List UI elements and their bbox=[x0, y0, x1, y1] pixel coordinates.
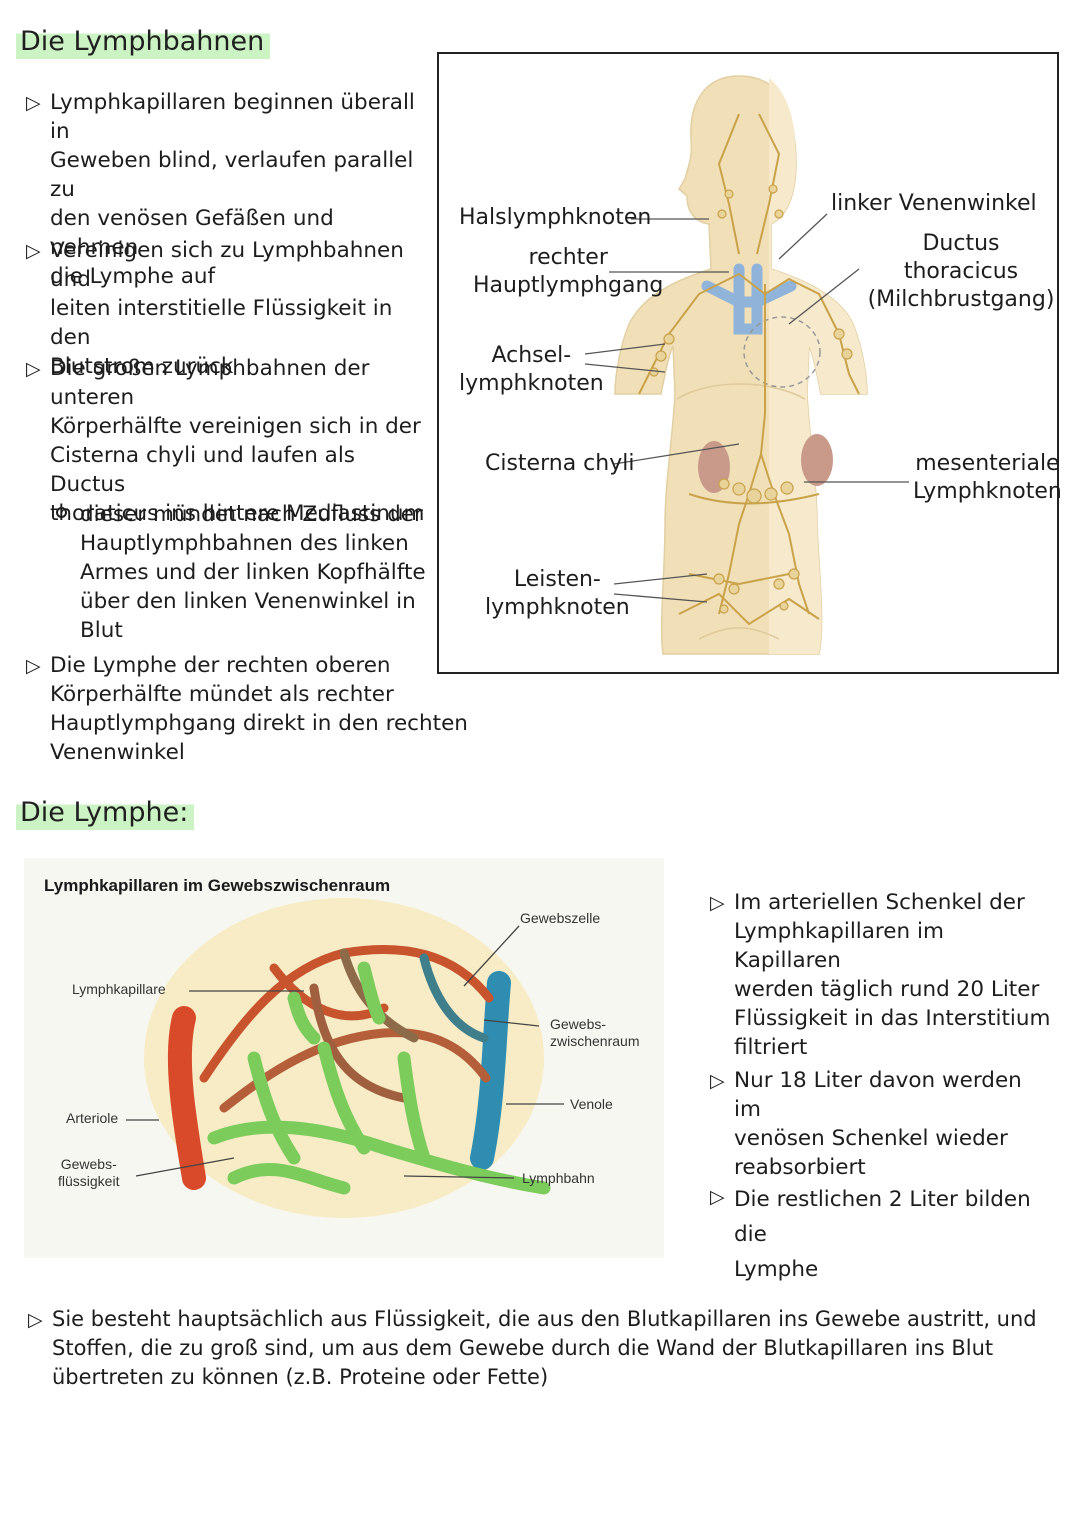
bullet-text: Nur 18 Liter davon werden im venösen Sch… bbox=[734, 1068, 1022, 1180]
bullet-text: dieser mündet nach Zufluss der Hauptlymp… bbox=[80, 502, 426, 643]
bullet-1: ▷ Lymphkapillaren beginnen überall in Ge… bbox=[26, 88, 420, 291]
bullet-text: Lymphkapillaren beginnen überall in Gewe… bbox=[50, 90, 415, 289]
body-right-half-shade bbox=[769, 78, 867, 654]
lymph-nodes bbox=[649, 184, 853, 614]
label-lymphkapillare: Lymphkapillare bbox=[72, 981, 166, 997]
bullet-3: ▷ Die großen Lymphbahnen der unteren Kör… bbox=[26, 354, 430, 528]
lymph-system-figure: Halslymphknoten rechter Hauptlymphgang A… bbox=[437, 52, 1062, 674]
triangle-bullet-icon: ▷ bbox=[28, 1309, 43, 1331]
triangle-bullet-icon: ▷ bbox=[710, 892, 725, 914]
label-achsellymphknoten: Achsel- lymphknoten bbox=[459, 343, 604, 396]
triangle-bullet-icon: ▷ bbox=[710, 1186, 725, 1208]
section-title-lymphbahnen: Die Lymphbahnen bbox=[16, 24, 271, 63]
label-ductus-thoracicus: Ductus thoracicus (Milchbrustgang) bbox=[867, 231, 1055, 312]
label-leistenlymphknoten: Leisten- lymphknoten bbox=[485, 567, 630, 620]
arteriole-vessel bbox=[167, 1006, 206, 1190]
label-venole: Venole bbox=[570, 1096, 613, 1112]
label-mesenteriale-lymphknoten: mesenteriale Lymphknoten bbox=[913, 451, 1062, 504]
bullet-4: ▷ Die Lymphe der rechten oberen Körperhä… bbox=[26, 651, 570, 767]
label-rechter-hauptlymphgang: rechter Hauptlymphgang bbox=[473, 245, 664, 298]
label-lymphbahn: Lymphbahn bbox=[522, 1170, 595, 1186]
bullet-text: Die großen Lymphbahnen der unteren Körpe… bbox=[50, 356, 425, 526]
bullet-text: Vereinigen sich zu Lymphbahnen und leite… bbox=[50, 238, 404, 379]
fig2-pointer-lines bbox=[126, 925, 564, 1179]
bullet-composition: ▷ Sie besteht hauptsächlich aus Flüssigk… bbox=[28, 1305, 1052, 1392]
bullet-remaining: ▷ Die restlichen 2 Liter bilden die Lymp… bbox=[710, 1182, 1054, 1287]
triangle-bullet-icon: ▷ bbox=[26, 358, 41, 380]
triangle-bullet-icon: ▷ bbox=[26, 240, 41, 262]
pointer-lines bbox=[584, 213, 909, 603]
ribcage-line bbox=[676, 383, 806, 400]
body-illustration bbox=[584, 75, 909, 655]
triangle-bullet-icon: ▷ bbox=[26, 92, 41, 114]
label-gewebszwischenraum: Gewebs- zwischenraum bbox=[550, 1016, 640, 1049]
label-gewebsfluessigkeit: Gewebs- flüssigkeit bbox=[58, 1156, 120, 1189]
label-arteriole: Arteriole bbox=[66, 1110, 119, 1126]
vein-junction bbox=[701, 263, 797, 335]
pelvis-line bbox=[698, 627, 780, 640]
tissue-area bbox=[144, 898, 544, 1218]
kidney-right bbox=[801, 434, 833, 486]
bullet-text: Die restlichen 2 Liter bilden die Lymphe bbox=[734, 1187, 1031, 1282]
sub-bullet: dieser mündet nach Zufluss der Hauptlymp… bbox=[56, 500, 430, 645]
bullet-filtration: ▷ Im arteriellen Schenkel der Lymphkapil… bbox=[710, 888, 1054, 1062]
label-linker-venenwinkel: linker Venenwinkel bbox=[831, 191, 1037, 216]
label-gewebszelle: Gewebszelle bbox=[520, 910, 601, 926]
venole-vessel bbox=[470, 971, 511, 1170]
figure2-title: Lymphkapillaren im Gewebszwischenraum bbox=[44, 876, 391, 895]
bullet-reabsorption: ▷ Nur 18 Liter davon werden im venösen S… bbox=[710, 1066, 1054, 1182]
triangle-bullet-icon: ▷ bbox=[26, 655, 41, 677]
triangle-bullet-icon: ▷ bbox=[710, 1070, 725, 1092]
bullet-2: ▷ Vereinigen sich zu Lymphbahnen und lei… bbox=[26, 236, 430, 381]
capillary-illustration bbox=[126, 898, 564, 1218]
label-halslymphknoten: Halslymphknoten bbox=[459, 205, 652, 230]
bullet-text: Die Lymphe der rechten oberen Körperhälf… bbox=[50, 653, 468, 765]
section-title-lymphe: Die Lymphe: bbox=[16, 795, 195, 834]
thymus-outline bbox=[743, 316, 821, 388]
bullet-text: Im arteriellen Schenkel der Lymphkapilla… bbox=[734, 890, 1051, 1060]
label-cisterna-chyli: Cisterna chyli bbox=[485, 451, 635, 476]
lymph-capillary-figure: Lymphkapillaren im Gewebszwischenraum bbox=[24, 858, 664, 1258]
circle-bullet-icon bbox=[56, 507, 67, 518]
bullet-text: Sie besteht hauptsächlich aus Flüssigkei… bbox=[52, 1307, 1037, 1389]
